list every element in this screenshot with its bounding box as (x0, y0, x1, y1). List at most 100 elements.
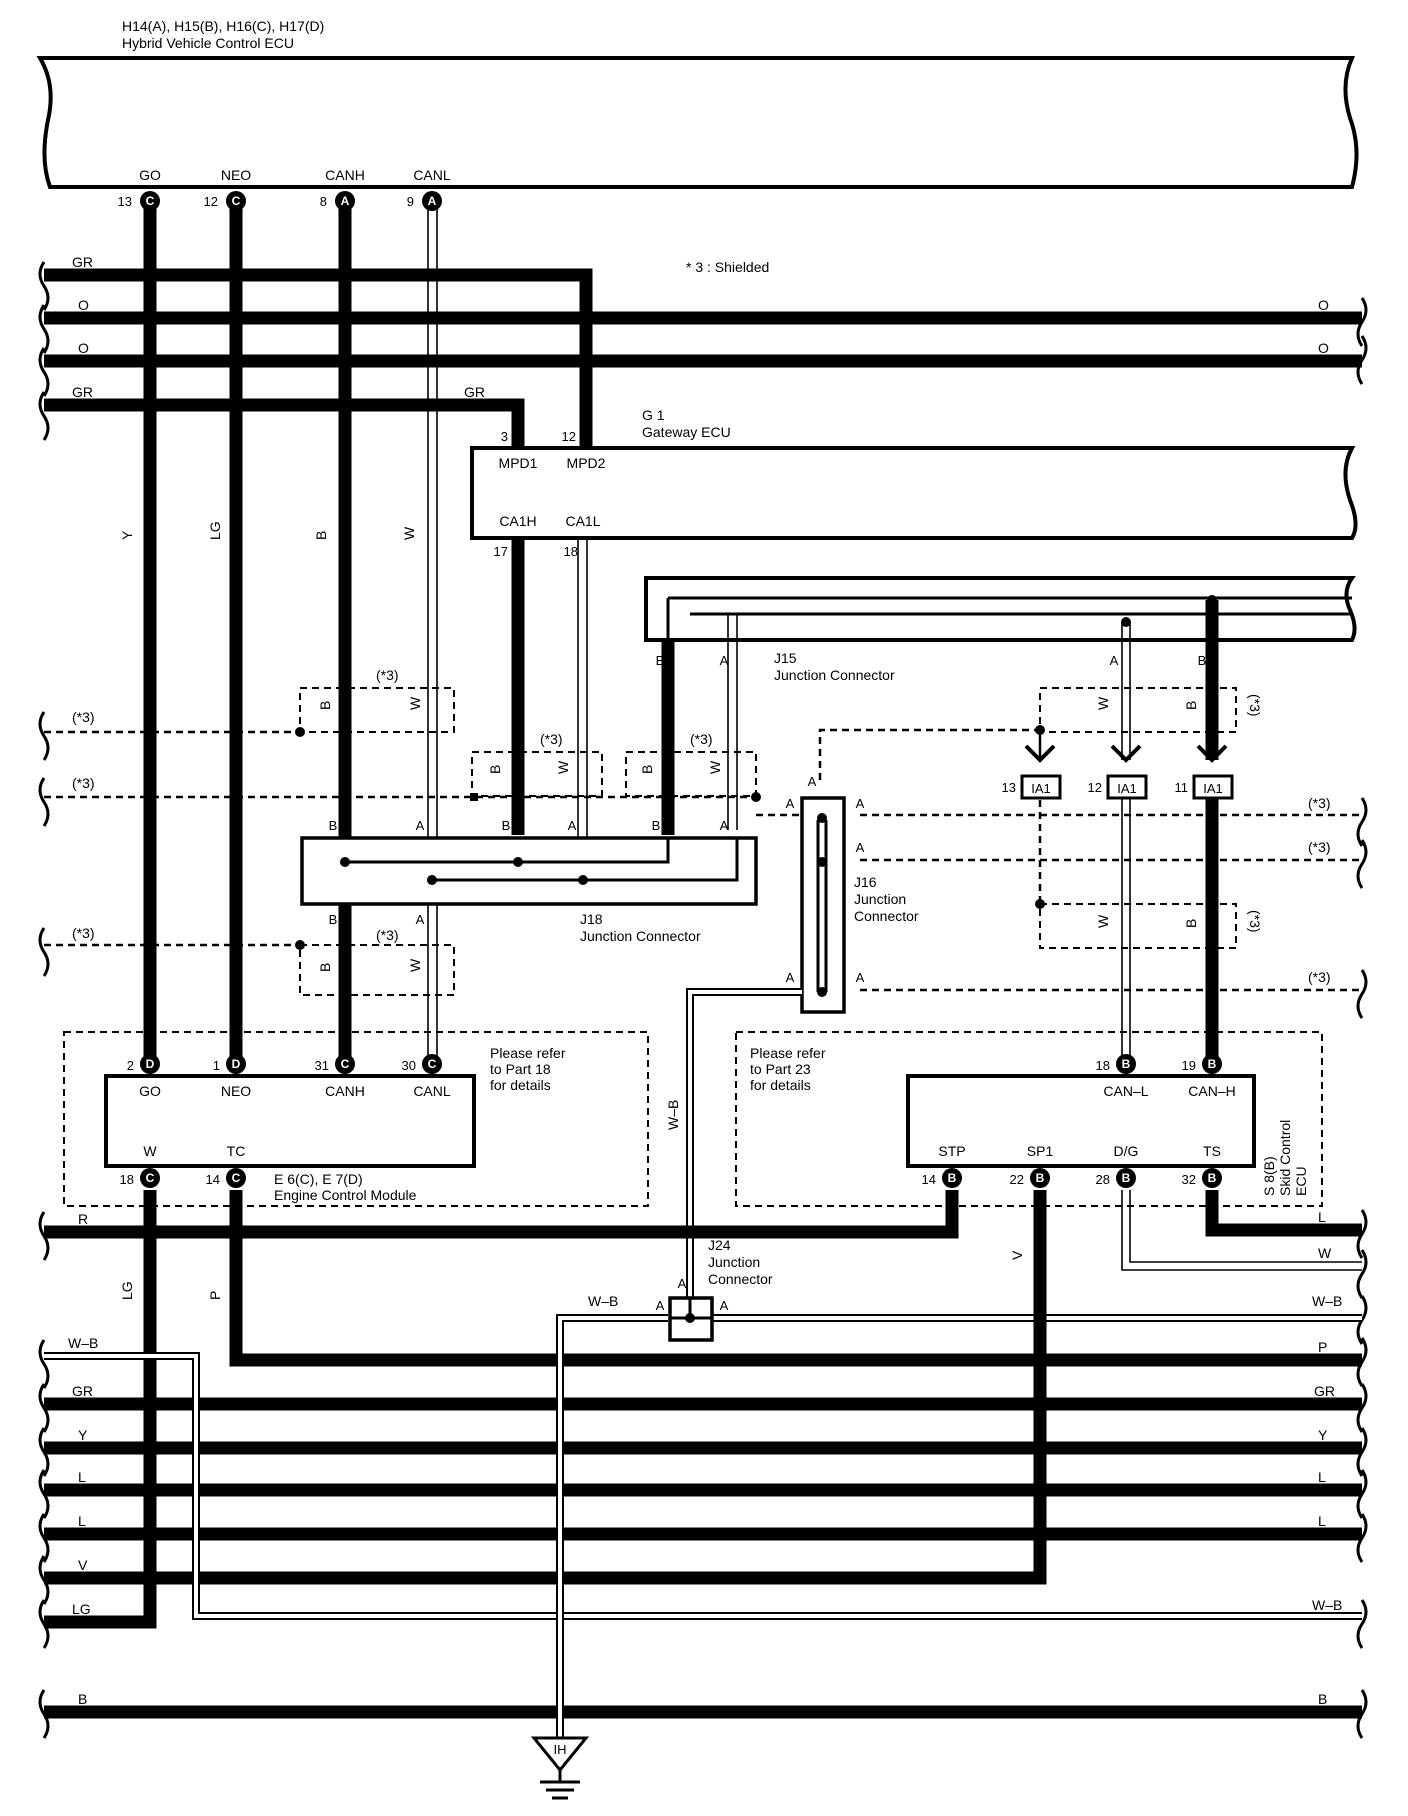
pin-number: 2 (127, 1058, 134, 1073)
ecm: Please refer to Part 18 for details GO N… (63, 1031, 649, 1207)
j24-name: Junction (708, 1254, 760, 1270)
ia1-label: IA1 (1031, 781, 1051, 796)
pin-letter: B (1198, 653, 1207, 668)
pin-name: D/G (1114, 1143, 1139, 1159)
pin-number: 18 (1096, 1058, 1110, 1073)
wire-label: LG (207, 521, 223, 540)
pin-name: GO (139, 1083, 161, 1099)
pin-conn: A (428, 194, 437, 208)
hv-ecu-pin-markers: 13 C 12 C 8 A 9 A (118, 191, 442, 211)
pin-name: CANL (413, 1083, 451, 1099)
wire-label: L (78, 1469, 86, 1485)
pin-conn: D (146, 1057, 155, 1071)
pin-conn: B (948, 1171, 957, 1185)
wire-label: Y (78, 1427, 88, 1443)
j24-id: J24 (708, 1237, 731, 1253)
j24-junction: A A A J24 Junction Connector W–B (556, 1237, 773, 1738)
wire-label: GR (72, 254, 93, 270)
pin-name: W (143, 1143, 157, 1159)
shield-label: (*3) (72, 775, 95, 791)
pin-letter: A (856, 970, 865, 985)
pin-number: 22 (1010, 1172, 1024, 1187)
gateway-name: Gateway ECU (642, 424, 731, 440)
pin-number: 13 (1002, 780, 1016, 795)
refer-text: Please refer (490, 1045, 566, 1061)
pin-letter: B (329, 912, 338, 927)
pin-number: 18 (120, 1172, 134, 1187)
pin-letter: A (568, 818, 577, 833)
wire-label: L (78, 1513, 86, 1529)
pin-letter: B (652, 818, 661, 833)
wire-label: W (555, 760, 571, 774)
hv-ecu-name: Hybrid Vehicle Control ECU (122, 35, 294, 51)
wire-label: O (1318, 297, 1329, 313)
pin-number: 8 (320, 194, 327, 209)
hv-ecu: H14(A), H15(B), H16(C), H17(D) Hybrid Ve… (36, 18, 1359, 189)
pin-number: 31 (315, 1058, 329, 1073)
wire-label: W (407, 696, 423, 710)
left-wire-stubs (38, 261, 50, 1739)
wire-label: W–B (1312, 1293, 1342, 1309)
wire-label: W (1318, 1245, 1332, 1261)
pin-letter: A (656, 1298, 665, 1313)
hv-ecu-body (36, 56, 1359, 189)
pin-conn: C (146, 1171, 155, 1185)
wire-label: V (1009, 1250, 1025, 1260)
j18-junction: B A B A B A B A J18 Junction Connector (300, 818, 758, 944)
pin-name: STP (938, 1143, 965, 1159)
j15-name: Junction Connector (774, 667, 895, 683)
wire-label: B (317, 963, 333, 972)
wire-label: W (407, 958, 423, 972)
pin-number: 14 (922, 1172, 936, 1187)
pin-number: 17 (494, 544, 508, 559)
shield-label: (*3) (1308, 969, 1331, 985)
pin-name: CANH (325, 1083, 365, 1099)
pin-name: CAN–H (1188, 1083, 1235, 1099)
ia1-label: IA1 (1203, 781, 1223, 796)
j24-name: Connector (708, 1271, 773, 1287)
lower-wires: R L W W–B P P LG LG V V GR GR Y Y L L L (44, 1190, 1362, 1719)
gateway-ecu: G 1 Gateway ECU 3 12 MPD1 MPD2 CA1H CA1L… (470, 407, 1358, 559)
pin-name: TS (1203, 1143, 1221, 1159)
pin-conn: C (341, 1057, 350, 1071)
hv-ecu-connectors: H14(A), H15(B), H16(C), H17(D) (122, 18, 324, 34)
pin-conn: B (1208, 1057, 1217, 1071)
wire-label: B (639, 765, 655, 774)
j18-name: Junction Connector (580, 928, 701, 944)
pin-letter: A (786, 796, 795, 811)
wire-label: W (707, 760, 723, 774)
pin-name: SP1 (1027, 1143, 1054, 1159)
wire-label: W (1095, 914, 1111, 928)
wire-label: Y (1318, 1427, 1328, 1443)
j15-id: J15 (774, 650, 797, 666)
pin-letter: A (856, 796, 865, 811)
pin-conn: D (232, 1057, 241, 1071)
wire-label: B (78, 1691, 87, 1707)
pin-letter: A (720, 653, 729, 668)
pin-number: 9 (407, 194, 414, 209)
pin-conn: A (341, 194, 350, 208)
pin-number: 1 (213, 1058, 220, 1073)
pin-letter: A (1110, 653, 1119, 668)
pin-number: 3 (501, 429, 508, 444)
skid-connectors: S 8(B) (1261, 1156, 1277, 1196)
pin-name: CA1H (499, 513, 536, 529)
pin-letter: A (416, 912, 425, 927)
pin-number: 19 (1182, 1058, 1196, 1073)
shield-label: (*3) (1308, 839, 1331, 855)
refer-text: Please refer (750, 1045, 826, 1061)
j16-name: Junction (854, 891, 906, 907)
wire-label: W (1095, 696, 1111, 710)
wire-label: O (1318, 340, 1329, 356)
pin-conn: B (1036, 1171, 1045, 1185)
wire-label: W–B (588, 1293, 618, 1309)
shield-label: (*3) (376, 927, 399, 943)
gateway-id: G 1 (642, 407, 665, 423)
hv-pin-go-label: GO (139, 167, 161, 183)
j16-id: J16 (854, 874, 877, 890)
shield-label: (*3) (72, 709, 95, 725)
wire-label: Y (119, 530, 135, 540)
shield-label: (*3) (1247, 694, 1263, 717)
hv-pin-neo-label: NEO (221, 167, 251, 183)
ecm-name: Engine Control Module (274, 1187, 417, 1203)
